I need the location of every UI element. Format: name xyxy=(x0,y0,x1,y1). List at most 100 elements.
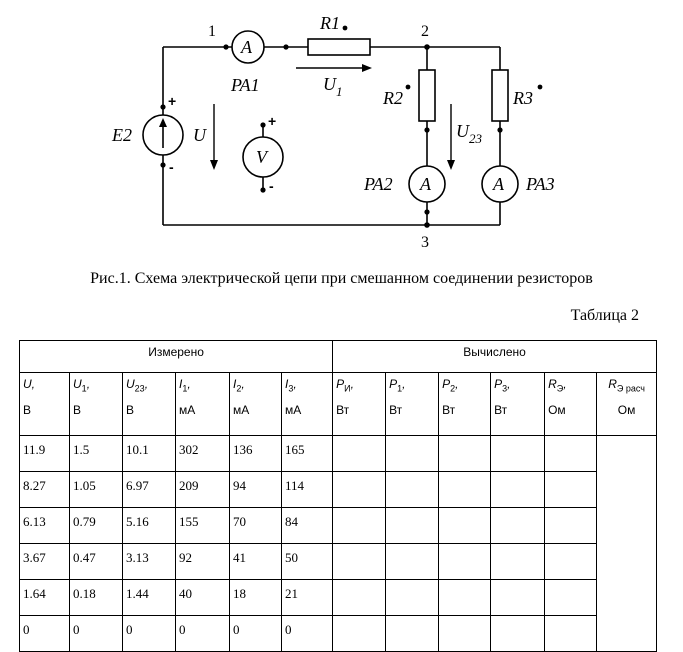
column-unit: Вт xyxy=(389,403,403,417)
table-cell: 0.79 xyxy=(69,507,123,544)
column-unit: Ом xyxy=(548,403,566,417)
table-cell: 302 xyxy=(175,435,230,472)
column-unit: В xyxy=(73,403,82,417)
table-cell-empty xyxy=(385,615,440,652)
column-unit: мА xyxy=(179,403,196,417)
table-cell: 0 xyxy=(69,615,123,652)
table-cell-empty xyxy=(544,615,598,652)
node-2-label: 2 xyxy=(421,23,429,40)
table-cell-empty xyxy=(385,579,440,616)
u1-label: U1 xyxy=(323,74,343,99)
column-symbol: P2, xyxy=(442,377,459,394)
column-header: U, В xyxy=(19,372,70,436)
pa3-symbol: A xyxy=(492,174,505,194)
column-header: U23,В xyxy=(122,372,176,436)
table-cell: 8.27 xyxy=(19,471,70,508)
column-symbol: U23, xyxy=(126,377,149,394)
table-cell-merged xyxy=(596,435,658,652)
table-cell: 50 xyxy=(280,543,334,580)
column-unit: Вт xyxy=(442,403,456,417)
column-unit: В xyxy=(23,403,32,417)
table-cell-empty xyxy=(490,471,546,508)
group-header-calculated: Вычислено xyxy=(332,340,658,373)
table-cell-empty xyxy=(490,435,546,472)
table-cell-empty xyxy=(332,615,387,652)
table-cell: 1.64 xyxy=(19,579,70,616)
circuit-diagram: 1 2 3 R1 R2 R3 E2 U U1 U23 PA1 PA2 PA3 A… xyxy=(111,13,555,251)
column-symbol: RЭ расч xyxy=(608,377,645,394)
column-symbol: I1, xyxy=(179,377,191,394)
table-cell-empty xyxy=(438,435,492,472)
node-1-label: 1 xyxy=(208,23,216,40)
table-cell: 0 xyxy=(175,615,230,652)
table-cell-empty xyxy=(490,579,546,616)
table-cell: 0 xyxy=(280,615,334,652)
u-arrow xyxy=(210,104,218,170)
ammeter-pa2 xyxy=(408,165,446,203)
table-cell-empty xyxy=(332,471,387,508)
column-symbol: U, xyxy=(23,377,35,391)
table-cell-empty xyxy=(332,507,387,544)
r3-label: R3 xyxy=(512,88,533,108)
table-cell: 3.67 xyxy=(19,543,70,580)
table-cell: 92 xyxy=(175,543,230,580)
table-cell: 1.5 xyxy=(69,435,123,472)
table-cell: 41 xyxy=(229,543,282,580)
table-cell: 114 xyxy=(280,471,334,508)
u-label: U xyxy=(193,125,207,145)
source-e2 xyxy=(142,114,184,156)
resistor-r1 xyxy=(307,38,371,56)
table-cell: 6.97 xyxy=(122,471,176,508)
table-cell-empty xyxy=(490,615,546,652)
table-label: Таблица 2 xyxy=(570,307,639,324)
table-cell-empty xyxy=(438,543,492,580)
table-cell-empty xyxy=(385,507,440,544)
e2-plus-sign: + xyxy=(168,93,176,109)
group-header-measured: Измерено xyxy=(18,340,334,373)
column-header: U1, В xyxy=(69,372,123,436)
node-3-label: 3 xyxy=(421,234,429,251)
resistor-r3 xyxy=(491,69,509,122)
table-cell-empty xyxy=(544,435,598,472)
u23-arrow xyxy=(447,104,455,170)
table-cell: 165 xyxy=(280,435,334,472)
table-cell-empty xyxy=(438,471,492,508)
table-cell: 1.44 xyxy=(122,579,176,616)
voltmeter-minus-sign: - xyxy=(269,178,274,194)
column-header: I2,мА xyxy=(229,372,282,436)
column-header: PИ,Вт xyxy=(332,372,387,436)
table-cell: 5.16 xyxy=(122,507,176,544)
table-cell: 155 xyxy=(175,507,230,544)
table-cell: 6.13 xyxy=(19,507,70,544)
table-cell-empty xyxy=(438,507,492,544)
column-header: P1,Вт xyxy=(385,372,440,436)
table-cell: 21 xyxy=(280,579,334,616)
voltmeter-symbol: V xyxy=(256,147,269,167)
table-cell: 94 xyxy=(229,471,282,508)
pa3-label: PA3 xyxy=(525,174,555,194)
table-cell-empty xyxy=(385,471,440,508)
column-symbol: RЭ, xyxy=(548,377,567,394)
ammeter-pa1 xyxy=(231,30,265,64)
table-cell-empty xyxy=(490,507,546,544)
table-cell: 0 xyxy=(19,615,70,652)
table-cell: 0.18 xyxy=(69,579,123,616)
column-unit: Вт xyxy=(336,403,350,417)
table-cell: 10.1 xyxy=(122,435,176,472)
table-cell-empty xyxy=(438,615,492,652)
u23-label: U23 xyxy=(456,121,483,146)
column-header: I1, мА xyxy=(175,372,230,436)
column-symbol: U1, xyxy=(73,377,91,394)
table-cell: 136 xyxy=(229,435,282,472)
pa1-symbol: A xyxy=(240,37,253,57)
ammeter-pa3 xyxy=(481,165,519,203)
u1-arrow xyxy=(296,64,372,72)
table-cell: 3.13 xyxy=(122,543,176,580)
column-header: I3,мА xyxy=(280,372,334,436)
